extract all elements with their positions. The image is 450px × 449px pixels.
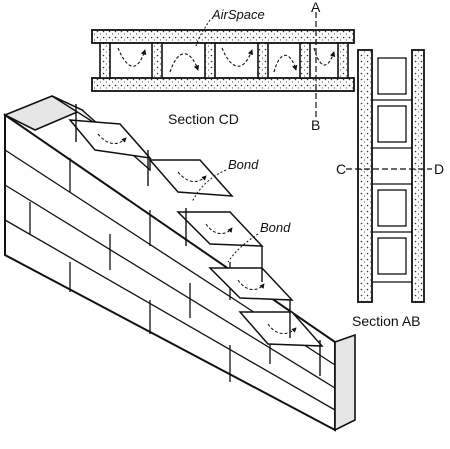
- label-air-space: AirSpace: [211, 7, 265, 22]
- label-bond-lower: Bond: [260, 220, 291, 235]
- label-section-cd: Section CD: [168, 111, 239, 127]
- label-c: C: [336, 161, 346, 177]
- label-a: A: [311, 0, 321, 15]
- section-ab-figure: C D Section AB: [336, 49, 444, 329]
- isometric-wall: Bond Bond: [3, 95, 356, 432]
- label-d: D: [434, 161, 444, 177]
- label-b: B: [311, 117, 320, 133]
- section-cd-figure: A B AirSpace Section CD: [91, 0, 355, 133]
- label-section-ab: Section AB: [352, 313, 421, 329]
- label-bond-upper: Bond: [228, 157, 259, 172]
